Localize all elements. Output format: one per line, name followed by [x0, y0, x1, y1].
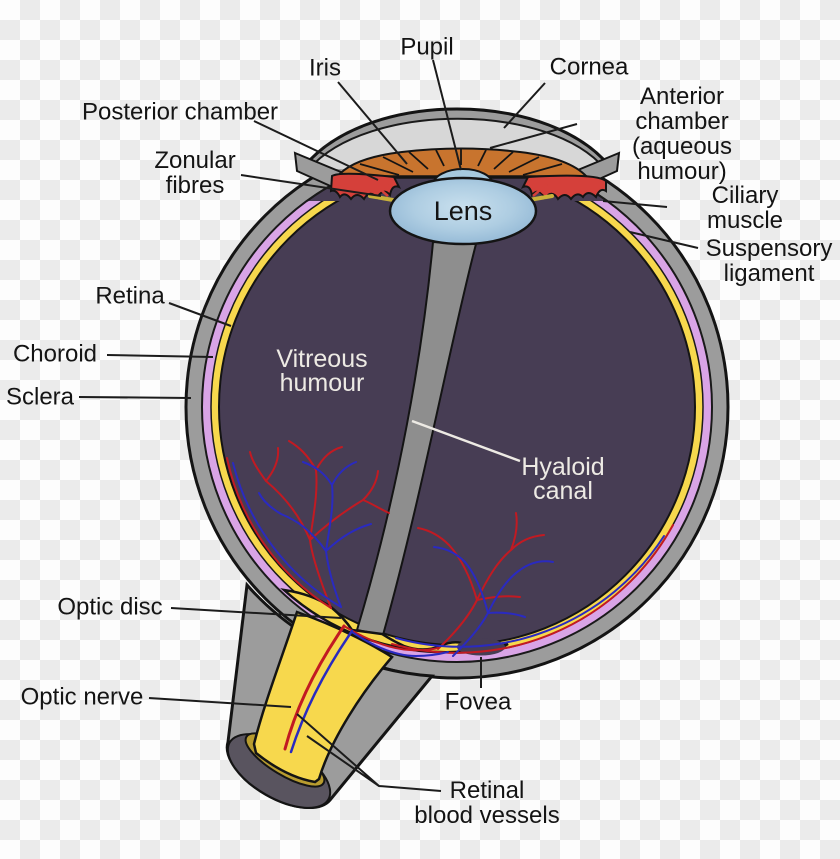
- vitreous-humour-label-line2: humour: [280, 369, 365, 397]
- lens-shape: [388, 176, 538, 246]
- leader-cornea: [503, 82, 546, 129]
- lens-label: Lens: [434, 196, 493, 226]
- leader-choroid: [106, 354, 214, 358]
- leader-optic-nerve: [148, 697, 292, 708]
- leader-retinal-blood-vessels: [296, 713, 442, 792]
- leader-anterior-chamber: [489, 123, 578, 149]
- leader-hyaloid-canal: [411, 419, 521, 463]
- hyaloid-canal-label-line1: Hyaloid: [521, 453, 604, 481]
- leader-retina: [168, 302, 232, 327]
- vitreous-humour-label-line1: Vitreous: [276, 345, 367, 373]
- iris-radial-lines: [359, 148, 563, 176]
- leader-posterior-chamber: [253, 120, 379, 181]
- retinal-blood-vessels-arteries: [226, 440, 674, 751]
- fovea-shape: [457, 638, 505, 656]
- retinal-blood-vessels-veins: [232, 461, 665, 754]
- cornea-inner-edge: [308, 117, 606, 170]
- leader-iris: [337, 81, 408, 165]
- leader-sclera: [78, 396, 192, 399]
- leader-optic-disc: [170, 607, 342, 619]
- leader-suspensory-ligament: [629, 231, 699, 249]
- leader-zonular-fibres: [240, 174, 382, 197]
- ciliary-cross-marks: [373, 183, 548, 197]
- cornea-outer-edge: [298, 107, 616, 173]
- leader-pupil: [432, 59, 462, 171]
- leader-lines: [78, 59, 699, 792]
- hyaloid-canal-label-line2: canal: [533, 477, 593, 505]
- leader-ciliary-muscle: [602, 200, 668, 208]
